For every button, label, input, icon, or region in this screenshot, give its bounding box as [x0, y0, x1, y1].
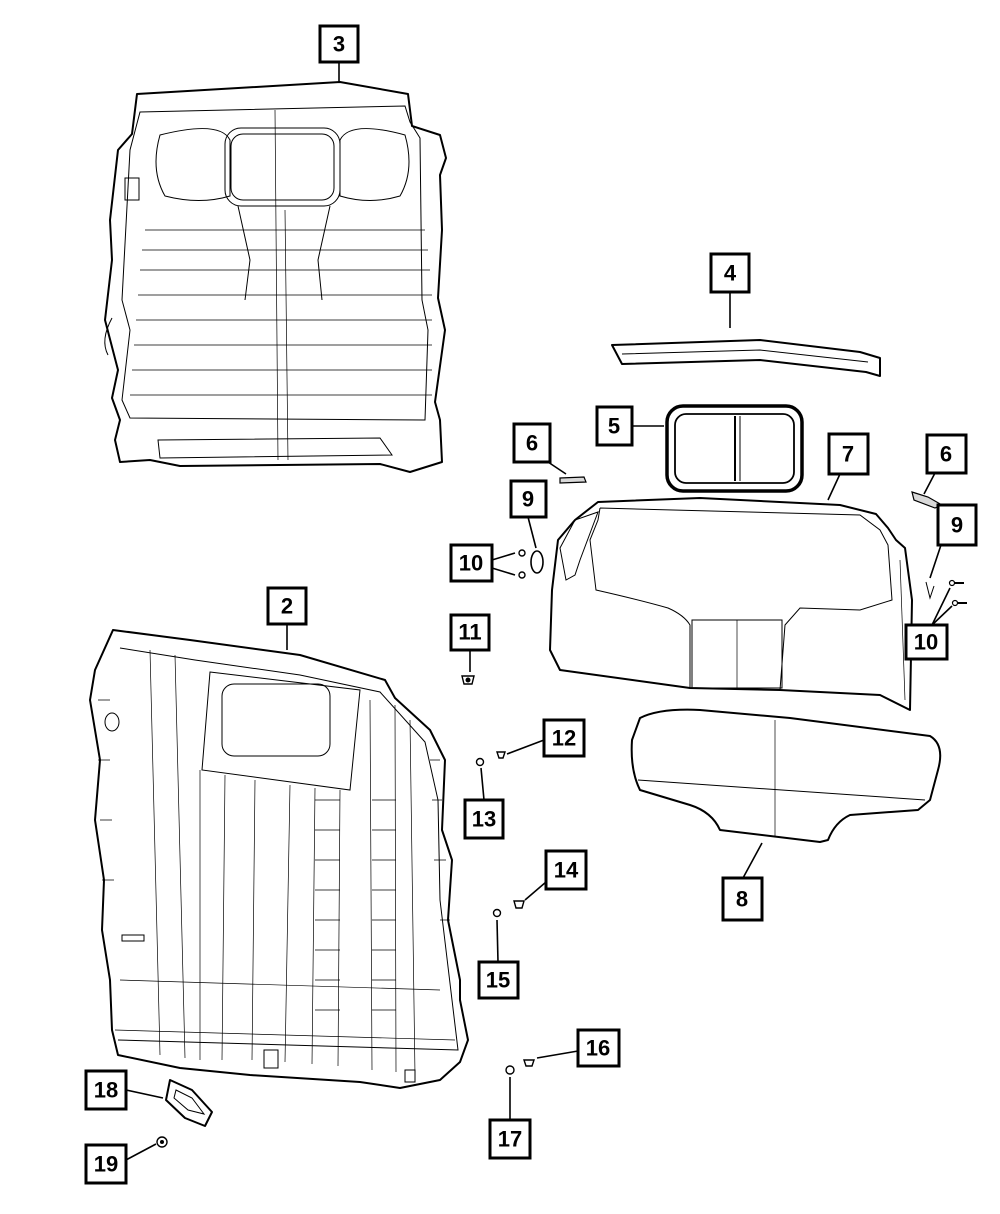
svg-text:19: 19 [94, 1152, 118, 1177]
callout-6-right: 6 [925, 433, 968, 475]
svg-text:8: 8 [736, 887, 748, 912]
part-19-nut [156, 1136, 168, 1148]
callout-10-left: 10 [449, 543, 494, 583]
part-8-lower-panel [630, 708, 942, 843]
part-12-clip [496, 751, 506, 759]
svg-text:11: 11 [458, 620, 481, 645]
svg-text:15: 15 [486, 968, 510, 993]
svg-text:13: 13 [472, 807, 496, 832]
callout-3: 3 [318, 24, 360, 64]
callout-16: 16 [576, 1028, 621, 1068]
svg-text:10: 10 [914, 630, 938, 655]
svg-text:14: 14 [554, 858, 579, 883]
part-4-upper-trim-strip [611, 339, 881, 377]
callout-8: 8 [721, 876, 764, 922]
svg-text:5: 5 [608, 414, 620, 439]
callout-17: 17 [488, 1118, 532, 1160]
svg-text:12: 12 [552, 726, 576, 751]
callout-9-left: 9 [509, 479, 548, 519]
part-16-screw [523, 1059, 535, 1067]
callout-19: 19 [84, 1143, 128, 1185]
svg-text:3: 3 [333, 32, 345, 57]
part-11-pushpin [461, 675, 475, 685]
part-2-bulkhead-panel [89, 629, 469, 1089]
callout-6-left: 6 [512, 422, 552, 464]
svg-text:17: 17 [498, 1127, 522, 1152]
part-9-clip-right [925, 581, 935, 600]
callout-15: 15 [477, 960, 520, 1000]
callout-2: 2 [266, 586, 308, 626]
part-10-screws-left [518, 549, 526, 579]
callout-11: 11 [449, 613, 491, 652]
svg-text:2: 2 [281, 594, 293, 619]
callout-5: 5 [595, 405, 634, 447]
svg-text:6: 6 [940, 442, 952, 467]
part-5-rear-window [665, 404, 804, 493]
callout-7: 7 [827, 432, 870, 476]
svg-text:18: 18 [94, 1078, 118, 1103]
callout-12: 12 [542, 718, 586, 758]
callout-14: 14 [544, 849, 588, 891]
part-7-rear-panel [549, 497, 913, 711]
part-10-screws-right [948, 579, 967, 607]
part-3-upper-rear-panel [104, 81, 447, 473]
svg-text:4: 4 [724, 261, 737, 286]
svg-text:9: 9 [951, 513, 963, 538]
part-9-clip-left [530, 550, 544, 574]
leader-lines [125, 62, 953, 1161]
callout-13: 13 [463, 798, 505, 840]
svg-text:16: 16 [586, 1036, 610, 1061]
part-14-clip [513, 900, 525, 909]
callout-9-right: 9 [936, 503, 978, 547]
part-13-clip [475, 757, 485, 767]
svg-text:10: 10 [459, 551, 483, 576]
part-17-washer [505, 1065, 515, 1075]
callout-10-right: 10 [904, 623, 949, 661]
part-6-trim-left [559, 476, 587, 484]
svg-text:7: 7 [842, 442, 854, 467]
part-15-clip [492, 908, 502, 918]
callout-18: 18 [84, 1069, 128, 1111]
svg-text:6: 6 [526, 431, 538, 456]
svg-text:9: 9 [522, 487, 534, 512]
callout-4: 4 [709, 252, 751, 294]
part-18-gasket [165, 1079, 213, 1127]
